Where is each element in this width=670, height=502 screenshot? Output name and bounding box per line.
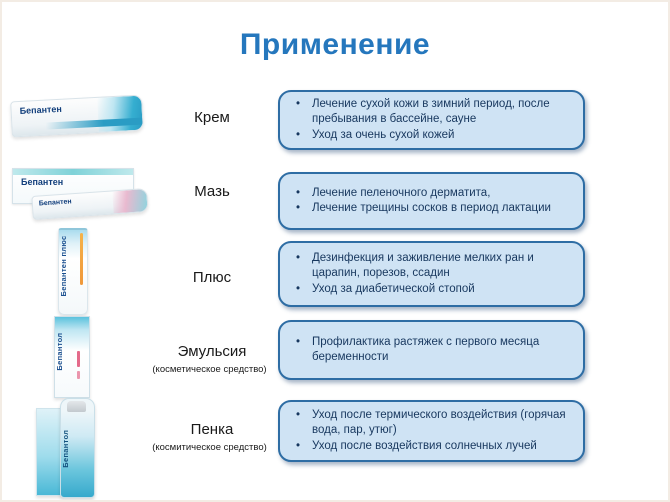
cream-brand-text: Бепантен (19, 103, 63, 116)
usage-bullet: Лечение сухой кожи в зимний период, посл… (290, 97, 575, 127)
product-label-ointment: Мазь (194, 183, 230, 200)
emulsion-pink-accent (77, 351, 80, 367)
usage-bullet: Уход за диабетической стопой (290, 282, 575, 297)
usage-box-plus: Дезинфекция и заживление мелких ран и ца… (278, 241, 585, 307)
cream-tube-graphic: Бепантен (10, 94, 144, 138)
usage-bullet: Дезинфекция и заживление мелких ран и ца… (290, 251, 575, 281)
page-title: Применение (239, 28, 431, 61)
foam-can-cap (67, 401, 86, 412)
emulsion-carton-graphic: Бепантол (54, 316, 90, 398)
foam-carton-graphic (36, 408, 63, 496)
product-sublabel-emulsion: (косметическое средство) (152, 364, 267, 375)
product-image-emulsion: Бепантол (48, 314, 94, 400)
emulsion-pink-accent (77, 371, 80, 379)
usage-bullet: Уход за очень сухой кожей (290, 128, 575, 143)
usage-bullet: Уход после термического воздействия (гор… (290, 408, 575, 438)
usage-bullet: Лечение трещины сосков в период лактации (290, 201, 551, 216)
product-label-plus: Плюс (192, 269, 232, 286)
foam-spray-can-graphic: Бепантол (60, 398, 95, 498)
usage-list: Профилактика растяжек с первого месяца б… (280, 331, 583, 369)
usage-list: Дезинфекция и заживление мелких ран и ца… (280, 247, 583, 301)
usage-bullet: Лечение пеленочного дерматита, (290, 186, 551, 201)
ointment-carton-edge (13, 169, 133, 175)
product-sublabel-foam: (космитическое средство) (152, 442, 267, 453)
product-label-emulsion: Эмульсия (177, 343, 247, 360)
ointment-tube-brand-text: Бепантен (38, 198, 72, 208)
emulsion-brand-text: Бепантол (55, 332, 64, 371)
usage-list: Лечение сухой кожи в зимний период, посл… (280, 93, 583, 147)
usage-box-foam: Уход после термического воздействия (гор… (278, 400, 585, 462)
product-image-foam: Бепантол (36, 398, 100, 500)
usage-bullet: Профилактика растяжек с первого месяца б… (290, 335, 575, 365)
usage-box-ointment: Лечение пеленочного дерматита, Лечение т… (278, 172, 585, 230)
ointment-brand-text: Бепантен (21, 177, 64, 187)
plus-tube-graphic: Бепантен плюс (58, 228, 88, 315)
product-image-ointment: Бепантен Бепантен (8, 166, 150, 224)
product-image-plus: Бепантен плюс (50, 228, 96, 316)
usage-list: Лечение пеленочного дерматита, Лечение т… (280, 182, 559, 220)
usage-box-emulsion: Профилактика растяжек с первого месяца б… (278, 320, 585, 380)
plus-brand-text: Бепантен плюс (59, 235, 68, 297)
product-label-cream: Крем (194, 109, 230, 126)
plus-tube-orange-stripe (80, 233, 83, 285)
product-image-cream: Бепантен (10, 90, 148, 140)
usage-list: Уход после термического воздействия (гор… (280, 404, 583, 458)
usage-box-cream: Лечение сухой кожи в зимний период, посл… (278, 90, 585, 150)
usage-bullet: Уход после воздействия солнечных лучей (290, 439, 575, 454)
foam-brand-text: Бепантол (61, 429, 70, 468)
product-label-foam: Пенка (190, 421, 234, 438)
